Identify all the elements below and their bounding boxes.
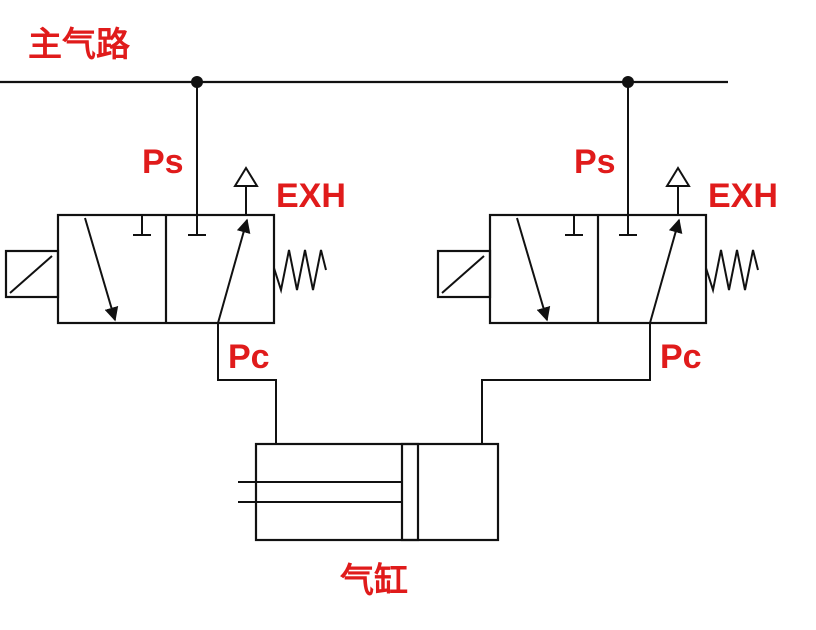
solenoid-left [4,249,60,299]
supply-label-right: Ps [574,143,616,181]
exhaust-triangle-left [233,166,259,187]
control-line-left [217,323,277,444]
valve-right [436,82,759,444]
spring-right [705,249,759,294]
valve-left [4,82,327,444]
piston [400,442,420,542]
control-label-left: Pc [228,338,270,376]
control-line-right [481,323,651,444]
exhaust-label-left: EXH [276,177,346,215]
spring-left [273,249,327,294]
exhaust-label-right: EXH [708,177,778,215]
solenoid-right [436,249,492,299]
control-label-right: Pc [660,338,702,376]
exhaust-triangle-right [665,166,691,187]
supply-label-left: Ps [142,143,184,181]
cylinder-label: 气缸 [339,561,408,600]
cylinder-body [254,442,500,542]
main-line-label: 主气路 [28,26,131,64]
cylinder [238,442,500,542]
